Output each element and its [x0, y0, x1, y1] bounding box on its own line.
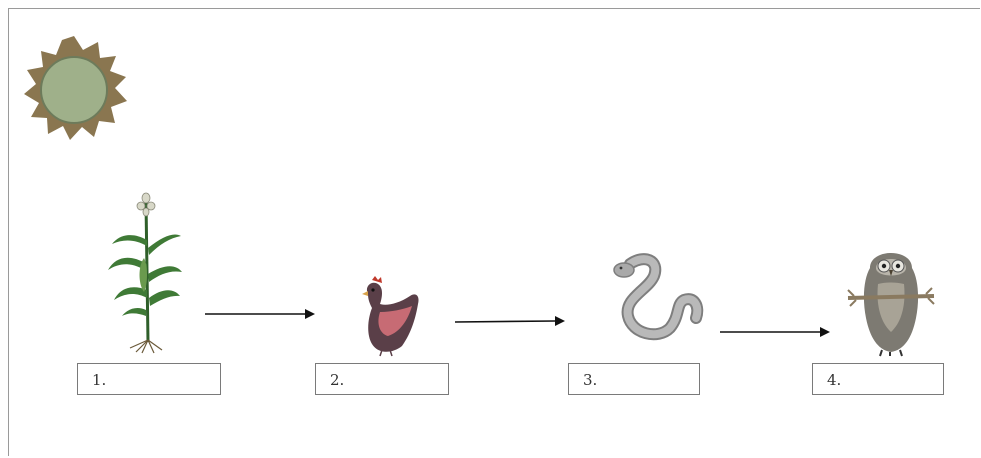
label-box-4[interactable]: 4.	[812, 363, 944, 395]
diagram-frame	[8, 8, 980, 456]
label-box-3[interactable]: 3.	[568, 363, 700, 395]
snake-icon	[613, 253, 704, 341]
sun-icon	[24, 36, 127, 140]
hen-icon	[362, 276, 419, 357]
label-box-1[interactable]: 1.	[77, 363, 221, 395]
arrow-1-to-2	[205, 309, 315, 319]
arrow-2-to-3	[454, 316, 565, 326]
label-box-2[interactable]: 2.	[315, 363, 449, 395]
arrow-3-to-4	[720, 327, 830, 337]
maize-plant-icon	[108, 192, 182, 354]
owl-icon	[847, 253, 935, 357]
